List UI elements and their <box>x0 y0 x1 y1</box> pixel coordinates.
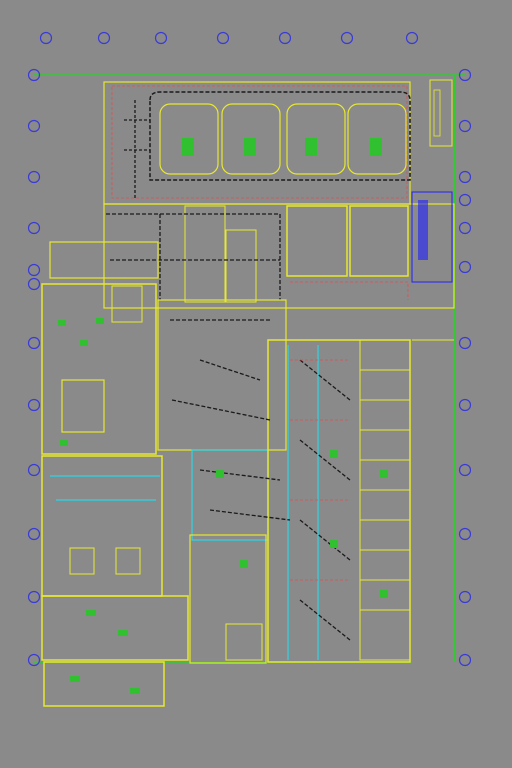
grid-bubble-left <box>27 221 41 235</box>
grid-bubble-top <box>216 31 230 45</box>
grid-bubble-left <box>27 463 41 477</box>
grid-bubble-right <box>458 170 472 184</box>
grid-bubble-top <box>39 31 53 45</box>
grid-bubbles-right <box>458 68 472 667</box>
grid-bubble-left <box>27 263 41 277</box>
grid-bubble-right <box>458 260 472 274</box>
grid-bubble-right <box>458 590 472 604</box>
mid-upper-zone <box>103 191 455 309</box>
grid-bubbles-top <box>39 31 419 45</box>
room-1 <box>159 103 219 175</box>
grid-bubble-right <box>458 119 472 133</box>
grid-bubble-right <box>458 221 472 235</box>
grid-bubble-top <box>97 31 111 45</box>
room-3 <box>286 103 346 175</box>
grid-bubble-right <box>458 193 472 207</box>
grid-bubble-right <box>458 527 472 541</box>
grid-bubble-top <box>154 31 168 45</box>
grid-bubble-left <box>27 277 41 291</box>
grid-bubble-top <box>278 31 292 45</box>
grid-bubble-top <box>340 31 354 45</box>
grid-bubble-top <box>405 31 419 45</box>
grid-bubble-left <box>27 653 41 667</box>
grid-bubble-left <box>27 68 41 82</box>
grid-bubbles-left <box>27 68 41 667</box>
room-4 <box>347 103 407 175</box>
grid-bubble-right <box>458 653 472 667</box>
left-fixtures <box>58 318 140 694</box>
center-fixtures <box>216 450 388 598</box>
grid-bubble-left <box>27 119 41 133</box>
grid-bubble-right <box>458 336 472 350</box>
grid-bubble-right <box>458 398 472 412</box>
grid-bubble-left <box>27 170 41 184</box>
lower-zone <box>157 299 411 664</box>
grid-bubble-right <box>458 463 472 477</box>
grid-bubble-left <box>27 590 41 604</box>
grid-bubble-left <box>27 527 41 541</box>
grid-bubble-left <box>27 398 41 412</box>
grid-bubble-left <box>27 336 41 350</box>
grid-bubble-right <box>458 68 472 82</box>
room-2 <box>221 103 281 175</box>
green-fixtures <box>182 138 382 156</box>
left-wing <box>41 241 189 707</box>
